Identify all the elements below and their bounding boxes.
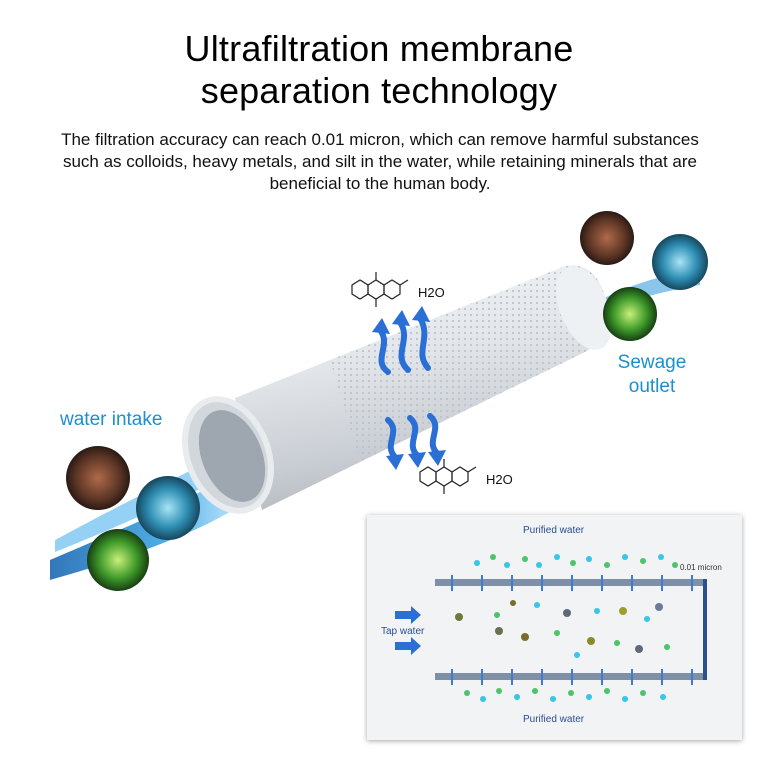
page-title: Ultrafiltration membrane separation tech…: [0, 28, 758, 112]
h2o-label-top: H2O: [418, 285, 445, 300]
molecule-top-icon: [351, 272, 409, 307]
membrane-schematic: [395, 554, 707, 702]
filtration-diagram: Purified water Purified water Tap water …: [367, 515, 742, 740]
tap-water-label: Tap water: [381, 626, 425, 637]
membrane-tube: [182, 265, 612, 514]
contaminant-particles: [455, 600, 663, 653]
algae-icon: [603, 287, 657, 341]
purified-water-bottom-label: Purified water: [523, 714, 585, 725]
mineral-particles: [464, 554, 678, 702]
bacteria-icon: [136, 476, 200, 540]
algae-icon: [87, 529, 149, 591]
sewage-outlet-label: Sewage outlet: [617, 352, 687, 397]
h2o-label-bottom: H2O: [486, 472, 513, 487]
water-intake-label: water intake: [60, 409, 163, 430]
rust-particle-icon: [580, 211, 634, 265]
bacteria-icon: [652, 234, 708, 290]
description: The filtration accuracy can reach 0.01 m…: [61, 130, 699, 193]
molecule-bottom-icon: [419, 459, 477, 494]
purified-water-top-label: Purified water: [523, 525, 585, 536]
inlet-arrows: [395, 606, 421, 655]
outflow-arrows: [377, 315, 441, 461]
arrow-heads: [372, 306, 446, 470]
pore-size-label: 0.01 micron: [680, 563, 722, 572]
title-line-1: Ultrafiltration membrane: [184, 28, 574, 69]
rust-particle-icon: [66, 446, 130, 510]
title-line-2: separation technology: [200, 70, 558, 111]
